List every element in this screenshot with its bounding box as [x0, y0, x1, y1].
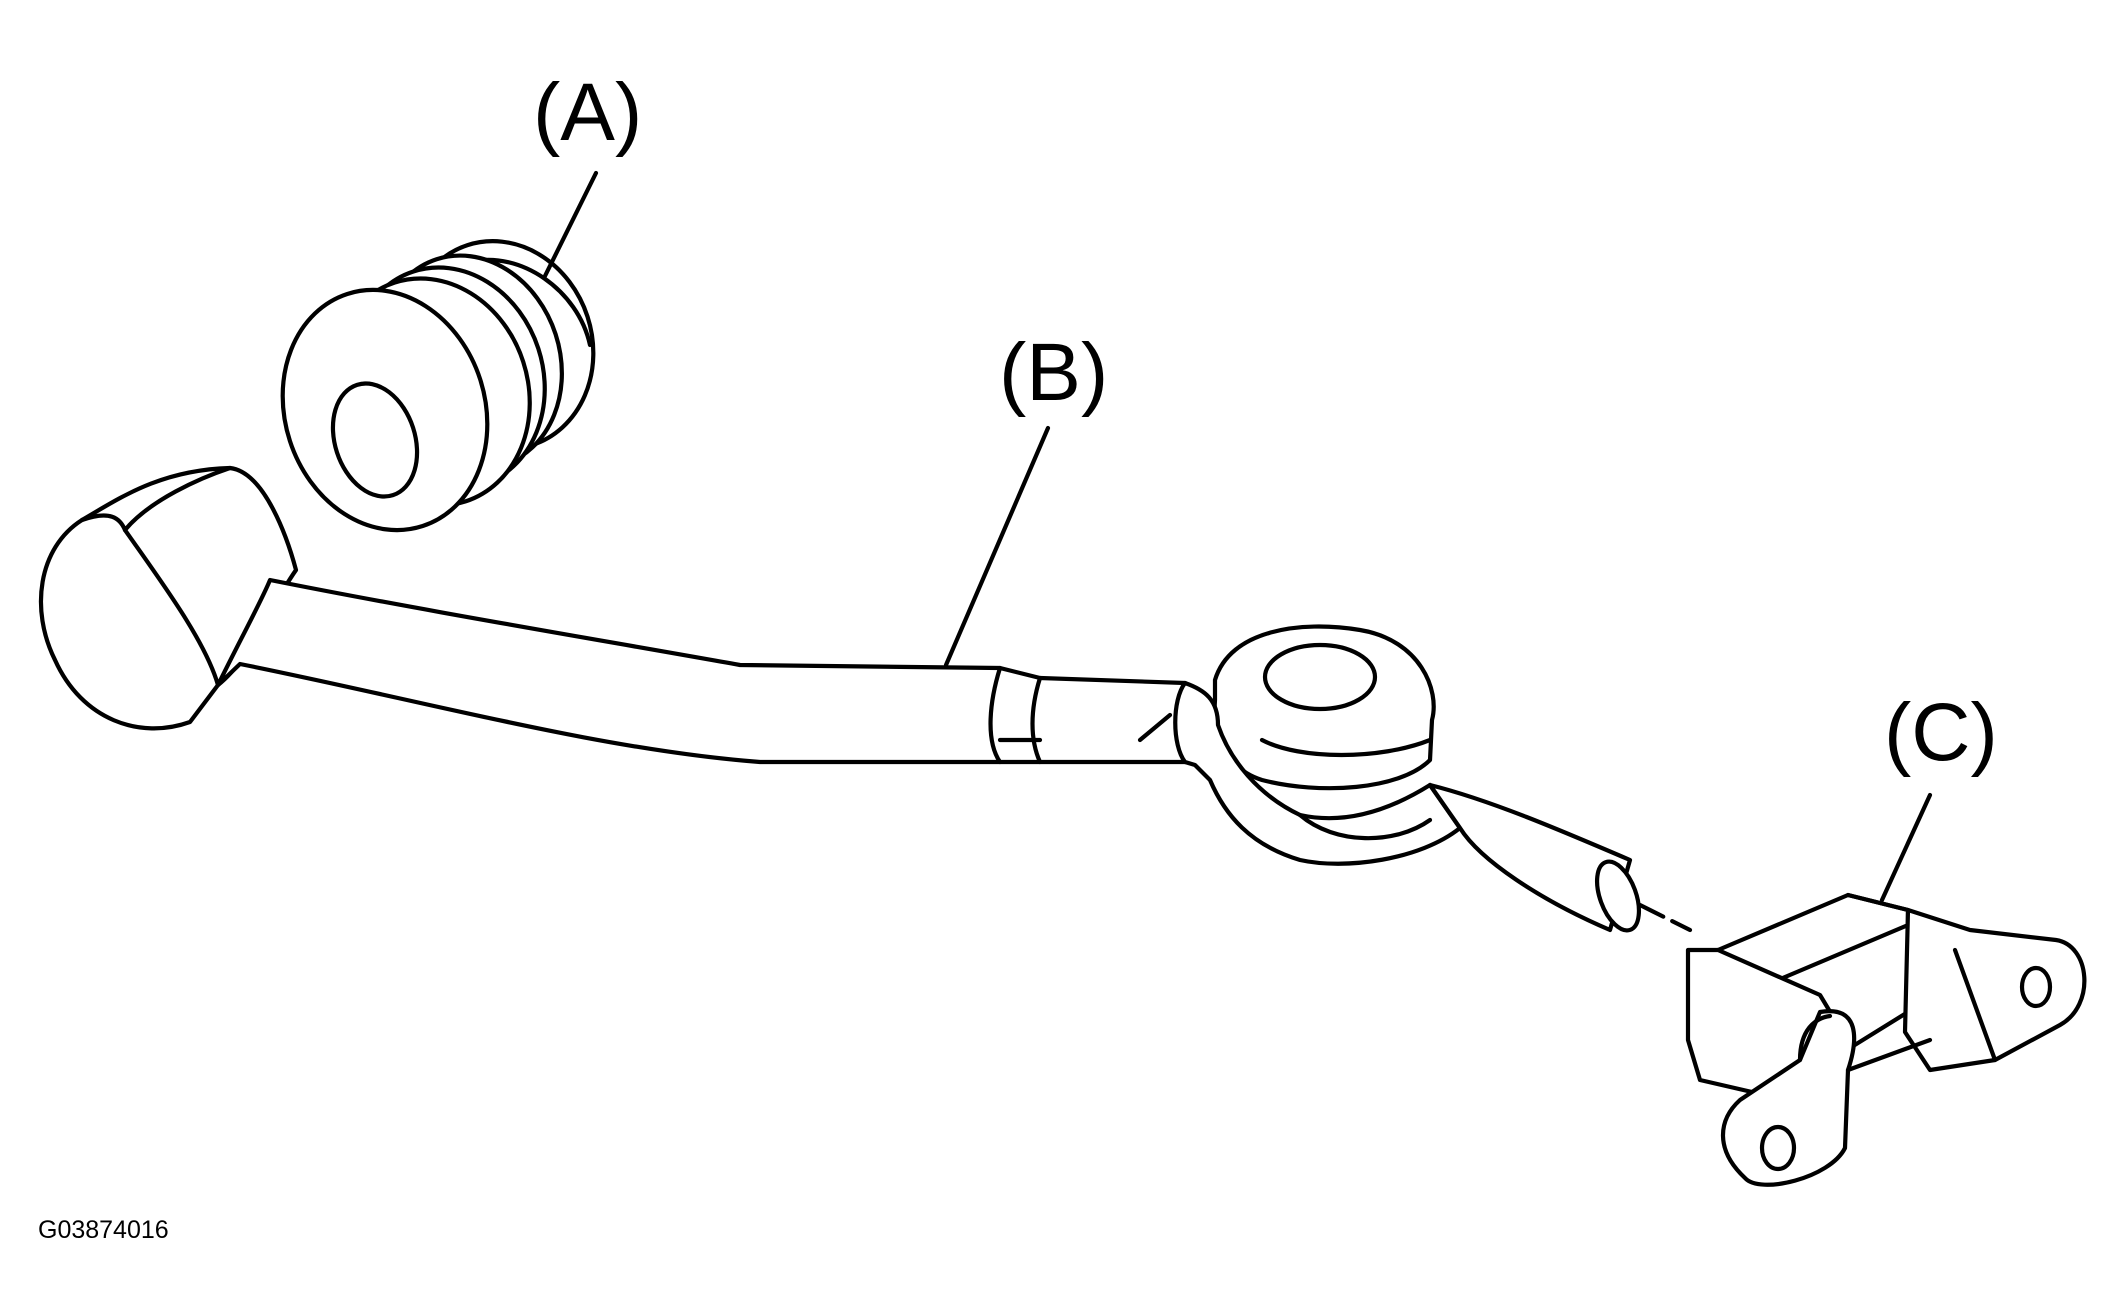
figure-id: G03874016	[38, 1216, 169, 1244]
assembly-path-line	[1637, 902, 1693, 933]
callout-label-b: (B)	[999, 327, 1108, 418]
grommet-part-a	[280, 239, 596, 533]
leader-line-b	[943, 425, 1051, 668]
linkage-rod-part-b	[38, 465, 1642, 933]
callout-label-c: (C)	[1884, 687, 1998, 778]
mounting-bracket-part-c	[1685, 892, 2087, 1187]
callout-label-a: (A)	[533, 67, 642, 158]
leader-line-a	[541, 170, 599, 281]
leader-line-c	[1879, 792, 1933, 903]
